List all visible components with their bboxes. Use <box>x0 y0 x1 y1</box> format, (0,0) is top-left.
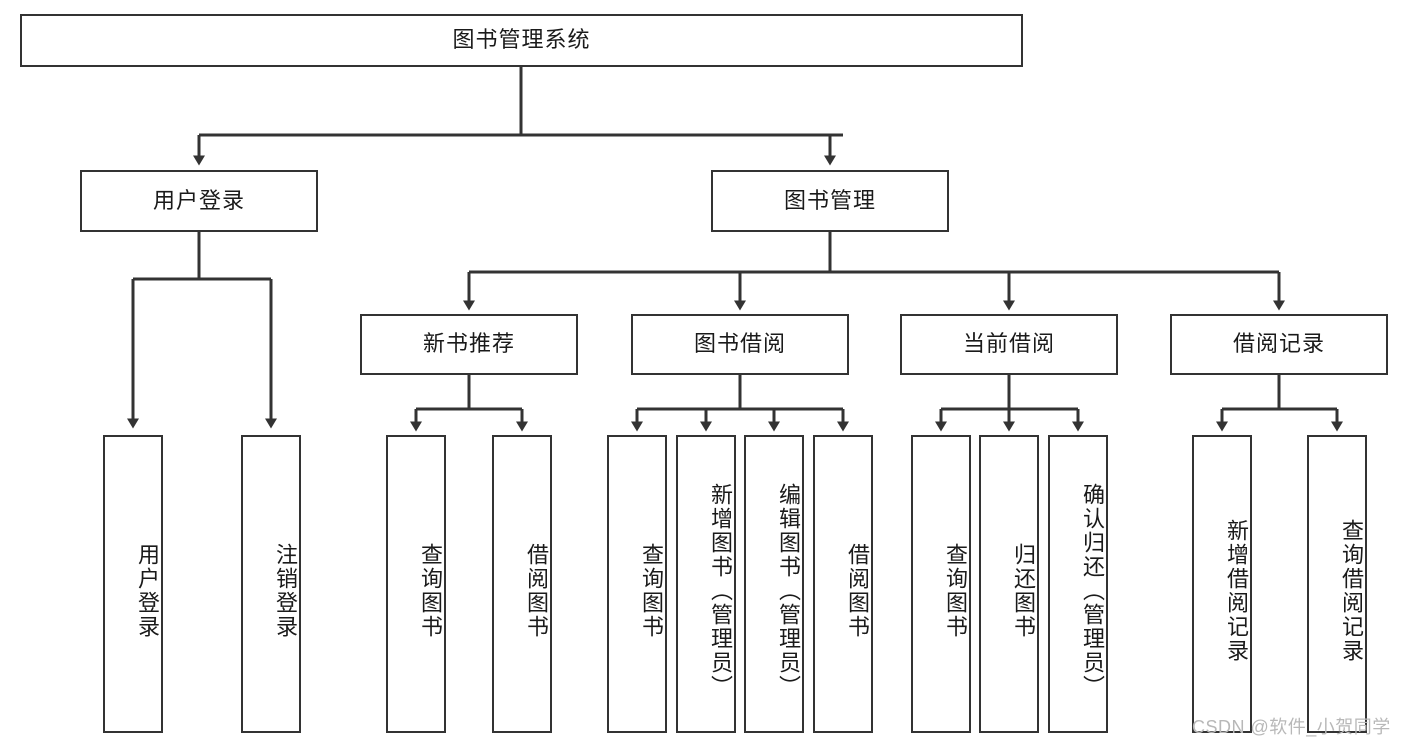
node-root[interactable]: 图书管理系统 <box>20 14 1023 67</box>
node-root-label: 图书管理系统 <box>452 27 591 53</box>
leaf-query-book-borrow-label: 查询图书 <box>639 543 664 639</box>
leaf-user-login[interactable]: 用户登录 <box>103 435 163 733</box>
leaf-query-borrow-record-label: 查询借阅记录 <box>1339 519 1364 663</box>
leaf-logout[interactable]: 注销登录 <box>241 435 301 733</box>
leaf-edit-book-admin[interactable]: 编辑图书（管理员） <box>744 435 804 733</box>
leaf-add-borrow-record-label: 新增借阅记录 <box>1224 519 1249 663</box>
node-book-management-label: 图书管理 <box>783 187 876 213</box>
watermark: CSDN @软件_小贺同学 <box>1192 717 1391 737</box>
node-new-book-recommend-label: 新书推荐 <box>422 331 515 357</box>
node-book-borrow-label: 图书借阅 <box>693 331 786 357</box>
leaf-logout-label: 注销登录 <box>273 543 298 639</box>
leaf-borrow-book-newbook-label: 借阅图书 <box>524 543 549 639</box>
node-book-borrow[interactable]: 图书借阅 <box>631 314 849 375</box>
node-borrow-records-label: 借阅记录 <box>1232 331 1325 357</box>
leaf-edit-book-admin-label: 编辑图书（管理员） <box>776 483 801 699</box>
leaf-return-book[interactable]: 归还图书 <box>979 435 1039 733</box>
leaf-query-borrow-record[interactable]: 查询借阅记录 <box>1307 435 1367 733</box>
leaf-borrow-book-label: 借阅图书 <box>845 543 870 639</box>
leaf-confirm-return-admin[interactable]: 确认归还（管理员） <box>1048 435 1108 733</box>
node-current-borrow[interactable]: 当前借阅 <box>900 314 1118 375</box>
leaf-query-book-newbook-label: 查询图书 <box>418 543 443 639</box>
node-borrow-records[interactable]: 借阅记录 <box>1170 314 1388 375</box>
leaf-return-book-label: 归还图书 <box>1011 543 1036 639</box>
leaf-borrow-book[interactable]: 借阅图书 <box>813 435 873 733</box>
leaf-query-book-current[interactable]: 查询图书 <box>911 435 971 733</box>
leaf-query-book-newbook[interactable]: 查询图书 <box>386 435 446 733</box>
node-book-management[interactable]: 图书管理 <box>711 170 949 232</box>
node-user-login[interactable]: 用户登录 <box>80 170 318 232</box>
leaf-add-book-admin-label: 新增图书（管理员） <box>708 483 733 699</box>
leaf-add-borrow-record[interactable]: 新增借阅记录 <box>1192 435 1252 733</box>
leaf-query-book-current-label: 查询图书 <box>943 543 968 639</box>
leaf-query-book-borrow[interactable]: 查询图书 <box>607 435 667 733</box>
leaf-add-book-admin[interactable]: 新增图书（管理员） <box>676 435 736 733</box>
node-current-borrow-label: 当前借阅 <box>962 331 1055 357</box>
node-user-login-label: 用户登录 <box>152 187 245 213</box>
leaf-borrow-book-newbook[interactable]: 借阅图书 <box>492 435 552 733</box>
leaf-user-login-label: 用户登录 <box>135 543 160 639</box>
node-new-book-recommend[interactable]: 新书推荐 <box>360 314 578 375</box>
leaf-confirm-return-admin-label: 确认归还（管理员） <box>1080 483 1105 699</box>
